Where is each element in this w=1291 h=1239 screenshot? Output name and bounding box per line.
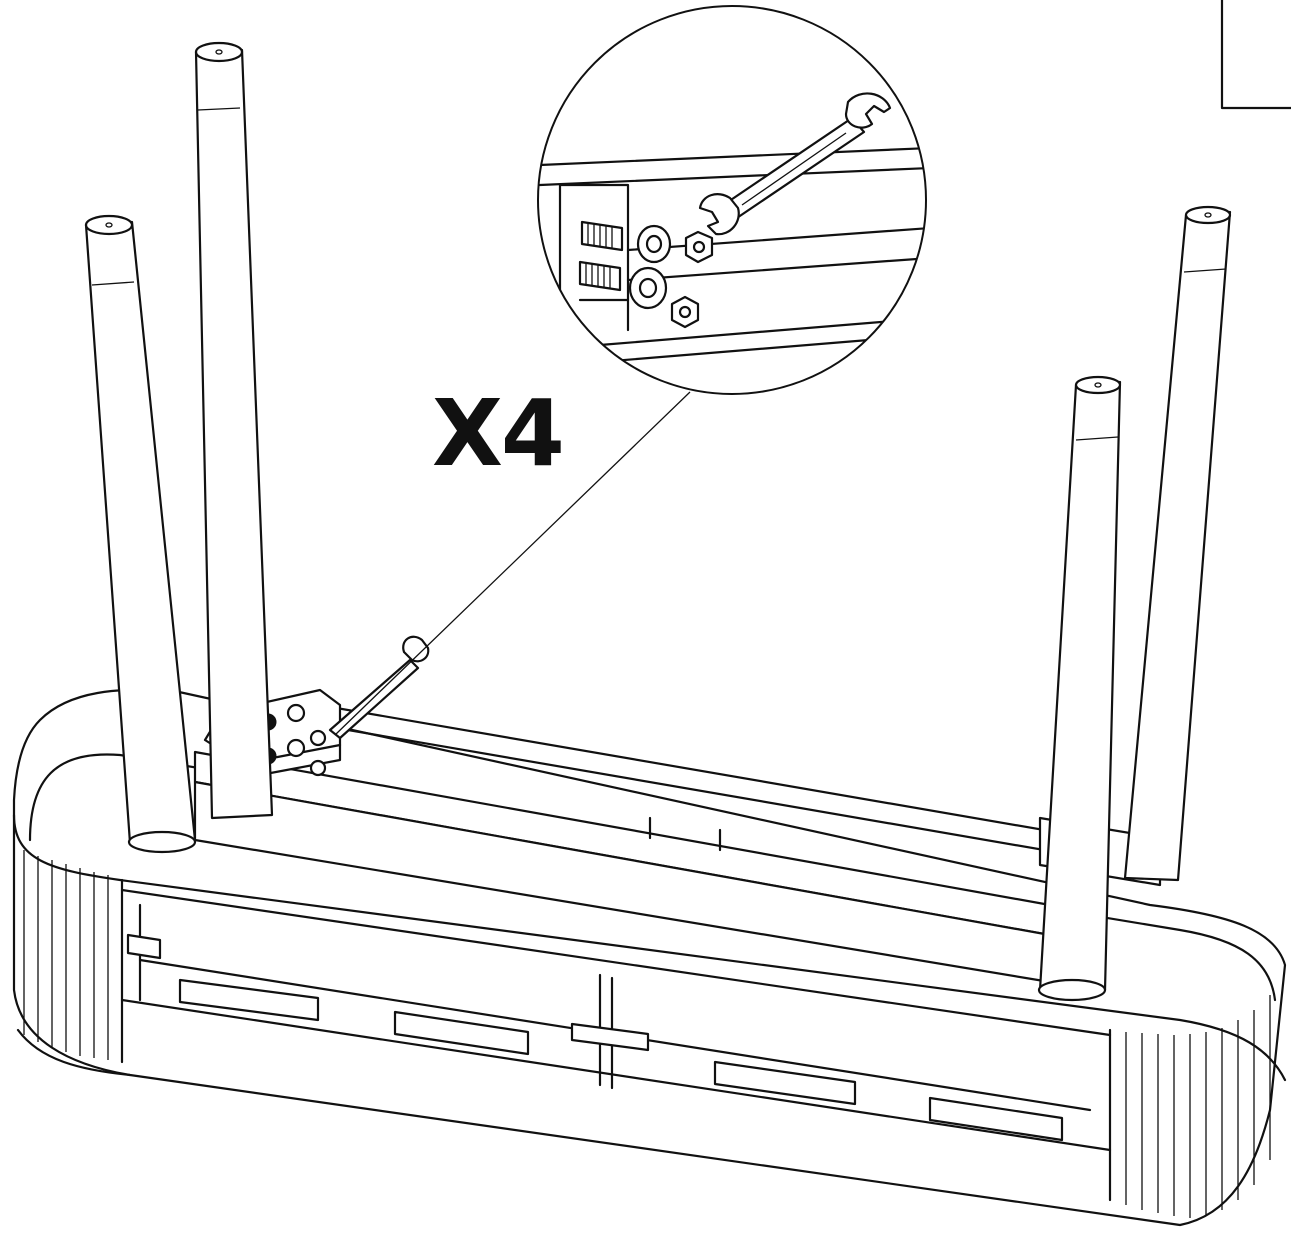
leg-back-right (1123, 205, 1232, 882)
detail-callout-circle (537, 5, 927, 395)
lower-stretcher-frame (120, 888, 1112, 1152)
threaded-bolt-icon (580, 220, 624, 252)
leg-back-left (194, 41, 274, 820)
fluted-side-left (23, 850, 124, 1064)
page-corner-frame (1220, 0, 1291, 110)
quantity-label: X4 (432, 380, 565, 487)
wrench-icon (698, 92, 892, 236)
washer-icon (636, 224, 672, 264)
leg-front-right (1037, 375, 1122, 1002)
hex-nut-icon (684, 230, 714, 264)
callout-leader-line (334, 391, 691, 736)
fluted-side-right (1108, 995, 1271, 1218)
hex-nut-icon (309, 759, 327, 777)
leg-front-left (84, 214, 197, 854)
